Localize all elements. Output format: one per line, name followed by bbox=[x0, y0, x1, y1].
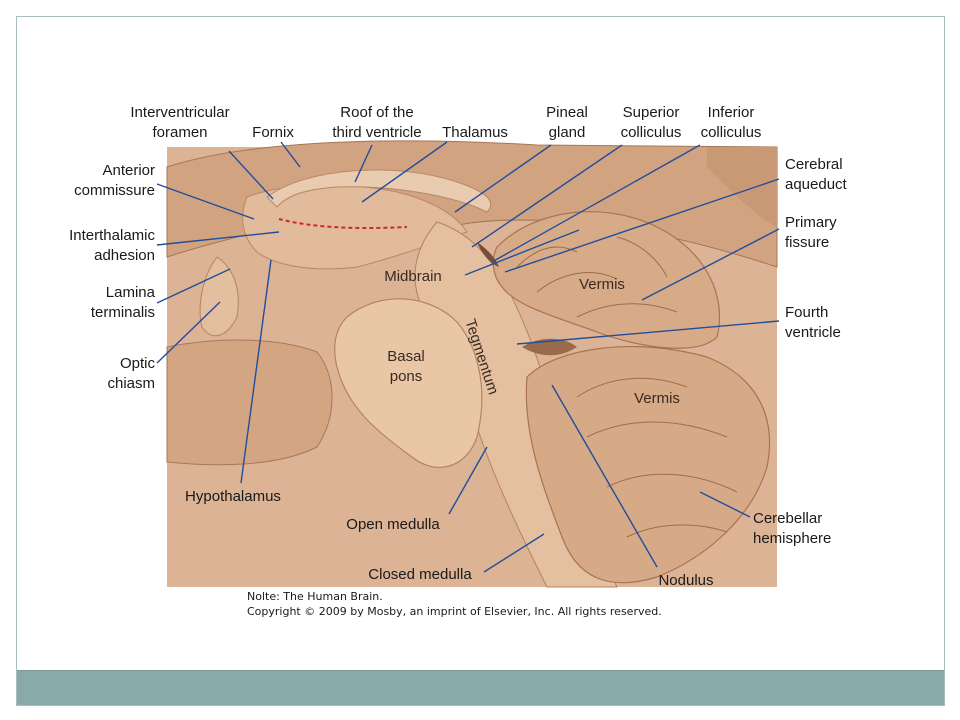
temporal-region bbox=[166, 339, 333, 466]
leader-cerebral-aqueduct bbox=[504, 178, 780, 273]
label-cerebral-aqueduct: Cerebral aqueduct bbox=[785, 156, 847, 193]
leader-optic-chiasm bbox=[156, 301, 221, 364]
label-nodulus: Nodulus bbox=[658, 572, 714, 589]
leader-lamina-terminalis bbox=[156, 268, 231, 304]
slide: Interventricular foramen Fornix Roof of … bbox=[16, 16, 945, 706]
vermis-upper bbox=[492, 211, 721, 349]
leader-lines bbox=[156, 141, 780, 573]
leader-fornix bbox=[280, 141, 301, 168]
leader-primary-fissure bbox=[641, 228, 780, 301]
leader-thalamus bbox=[361, 141, 448, 203]
label-midbrain: Midbrain bbox=[384, 268, 442, 285]
figure-credit: Nolte: The Human Brain. Copyright © 2009 … bbox=[247, 589, 662, 619]
label-interventricular-foramen: Interventricular foramen bbox=[130, 104, 230, 141]
label-optic-chiasm: Optic chiasm bbox=[107, 355, 155, 392]
label-superior-colliculus: Superior colliculus bbox=[620, 104, 682, 141]
label-open-medulla: Open medulla bbox=[346, 516, 440, 533]
credit-line-2: Copyright © 2009 by Mosby, an imprint of… bbox=[247, 605, 662, 618]
leader-interthalamic-adhesion bbox=[156, 231, 280, 246]
leader-hypothalamus bbox=[240, 259, 272, 484]
label-basal-pons: Basal pons bbox=[387, 348, 425, 385]
cerebellum-lower bbox=[525, 345, 771, 584]
label-fornix: Fornix bbox=[252, 124, 294, 141]
credit-line-1: Nolte: The Human Brain. bbox=[247, 590, 383, 603]
leader-nodulus bbox=[551, 384, 658, 568]
label-primary-fissure: Primary fissure bbox=[785, 214, 837, 251]
label-closed-medulla: Closed medulla bbox=[368, 566, 472, 583]
label-anterior-commissure: Anterior commissure bbox=[74, 162, 155, 199]
hypothalamic-region bbox=[199, 256, 239, 337]
label-roof-third-ventricle: Roof of the third ventricle bbox=[332, 104, 422, 141]
leader-pineal-gland bbox=[454, 144, 552, 213]
fornix-arc bbox=[266, 169, 492, 213]
label-inferior-colliculus: Inferior colliculus bbox=[700, 104, 762, 141]
label-interthalamic-adhesion: Interthalamic adhesion bbox=[69, 227, 155, 264]
label-pineal-gland: Pineal gland bbox=[546, 104, 588, 141]
leader-inferior-colliculus bbox=[491, 144, 701, 263]
leader-midbrain bbox=[464, 229, 580, 276]
label-thalamus: Thalamus bbox=[442, 124, 508, 141]
leader-superior-colliculus bbox=[471, 144, 623, 248]
leader-cerebellar-hemisphere bbox=[699, 491, 751, 518]
leader-fourth-ventricle bbox=[516, 320, 780, 345]
leader-interventricular-foramen bbox=[228, 150, 274, 200]
occipital-cortex bbox=[707, 147, 777, 227]
label-vermis-lower: Vermis bbox=[634, 390, 680, 407]
label-fourth-ventricle: Fourth ventricle bbox=[785, 304, 841, 341]
folia bbox=[516, 236, 738, 538]
label-cerebellar-hemisphere: Cerebellar hemisphere bbox=[753, 510, 832, 547]
label-lamina-terminalis: Lamina terminalis bbox=[90, 284, 155, 321]
leader-open-medulla bbox=[448, 446, 488, 515]
footer-band bbox=[17, 670, 944, 705]
leader-anterior-commissure bbox=[156, 183, 255, 220]
basal-pons bbox=[334, 298, 483, 468]
brain-midsagittal-photo bbox=[156, 140, 780, 588]
label-vermis-upper: Vermis bbox=[579, 276, 625, 293]
hypothalamic-sulcus-line bbox=[278, 218, 408, 230]
leader-closed-medulla bbox=[483, 533, 545, 573]
leader-roof-third-ventricle bbox=[354, 144, 373, 183]
label-hypothalamus: Hypothalamus bbox=[185, 488, 281, 505]
